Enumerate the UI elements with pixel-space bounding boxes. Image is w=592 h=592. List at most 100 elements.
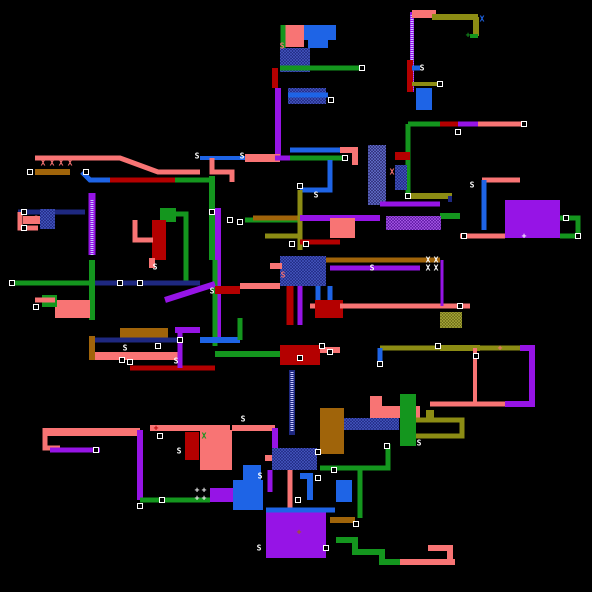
map-corridor — [300, 473, 313, 500]
save-point-icon: S — [241, 415, 246, 424]
room-green-tall — [400, 394, 416, 446]
door-marker — [297, 355, 303, 361]
door-marker — [315, 475, 321, 481]
door-marker — [342, 155, 348, 161]
door-marker — [93, 447, 99, 453]
door-marker — [83, 169, 89, 175]
door-marker — [137, 503, 143, 509]
room-center-hub — [280, 256, 326, 286]
map-rooms — [10, 10, 581, 565]
plus-marker-icon: + — [195, 494, 200, 503]
map-corridor — [176, 211, 189, 285]
room-purple-lower — [210, 488, 240, 502]
map-corridor — [209, 158, 235, 182]
save-point-icon: S — [123, 344, 128, 353]
door-marker — [209, 209, 215, 215]
door-marker — [297, 183, 303, 189]
door-marker — [563, 215, 569, 221]
room-hatched-right — [395, 165, 407, 190]
room-purple-bottom — [266, 512, 326, 558]
map-corridor — [340, 147, 358, 165]
room-hatched-lower — [272, 448, 317, 470]
door-marker — [117, 280, 123, 286]
map-corridor — [35, 155, 200, 175]
room-blue-tall — [416, 88, 432, 110]
cross-marker-icon: X — [202, 432, 207, 441]
room-top-blue — [304, 25, 336, 40]
cross-marker-icon: X — [59, 159, 64, 168]
map-corridor — [360, 444, 391, 471]
save-point-icon: S — [153, 263, 158, 272]
door-marker — [331, 467, 337, 473]
plus-marker-icon: + — [297, 528, 302, 537]
door-marker — [328, 97, 334, 103]
room-navy-tall — [368, 145, 386, 205]
map-corridor — [505, 345, 535, 407]
door-marker — [237, 219, 243, 225]
map-corridor — [132, 220, 153, 243]
room-blue-lower — [233, 480, 263, 510]
cross-marker-icon: X — [434, 256, 439, 265]
door-marker — [327, 349, 333, 355]
door-marker — [319, 343, 325, 349]
cross-marker-icon: X — [50, 159, 55, 168]
door-marker — [33, 304, 39, 310]
room-salmon-lower — [200, 430, 232, 470]
door-marker — [575, 233, 581, 239]
room-blue-right — [336, 480, 352, 502]
plus-marker-icon: + — [195, 486, 200, 495]
door-marker — [455, 129, 461, 135]
door-marker — [435, 343, 441, 349]
map-corridor — [17, 212, 38, 231]
map-corridor — [416, 417, 465, 439]
cross-marker-icon: X — [480, 15, 485, 24]
save-point-icon: S — [370, 264, 375, 273]
plus-marker-icon: + — [466, 31, 471, 40]
door-marker — [155, 343, 161, 349]
cross-marker-icon: X — [434, 264, 439, 273]
door-marker — [315, 449, 321, 455]
plus-marker-icon: + — [202, 494, 207, 503]
cross-marker-icon: X — [68, 159, 73, 168]
cross-marker-icon: X — [426, 264, 431, 273]
room-red-lower — [185, 432, 199, 460]
save-point-icon: S — [34, 215, 39, 224]
save-point-icon: S — [281, 271, 286, 280]
door-marker — [303, 241, 309, 247]
door-marker — [323, 545, 329, 551]
door-marker — [289, 241, 295, 247]
map-corridor — [336, 537, 400, 565]
door-marker — [457, 303, 463, 309]
door-marker — [384, 443, 390, 449]
door-marker — [227, 217, 233, 223]
room-purple-large — [505, 200, 560, 238]
cross-marker-icon: X — [41, 159, 46, 168]
plus-marker-icon: + — [484, 120, 489, 129]
map-corridor — [164, 281, 216, 303]
room-green-small — [160, 208, 176, 222]
map-corridor — [428, 545, 453, 562]
save-point-icon: S — [470, 181, 475, 190]
save-point-icon: S — [314, 191, 319, 200]
room-salmon-left — [55, 300, 90, 318]
room-blue-lower-b — [243, 465, 261, 483]
door-marker — [21, 209, 27, 215]
room-brown-tall — [320, 408, 344, 454]
plus-marker-icon: + — [202, 486, 207, 495]
save-point-icon: S — [177, 447, 182, 456]
room-red-hub — [315, 300, 343, 318]
door-marker — [359, 65, 365, 71]
save-point-icon: S — [210, 287, 215, 296]
door-marker — [9, 280, 15, 286]
room-hatched-left — [40, 209, 55, 229]
door-marker — [21, 225, 27, 231]
room-top-blue-b — [308, 40, 328, 48]
save-point-icon: S — [240, 152, 245, 161]
door-marker — [521, 121, 527, 127]
save-point-icon: S — [174, 357, 179, 366]
cross-marker-icon: X — [426, 256, 431, 265]
door-marker — [159, 497, 165, 503]
plus-marker-icon: + — [154, 424, 159, 433]
save-point-icon: S — [417, 439, 422, 448]
room-red-tall — [152, 220, 166, 260]
